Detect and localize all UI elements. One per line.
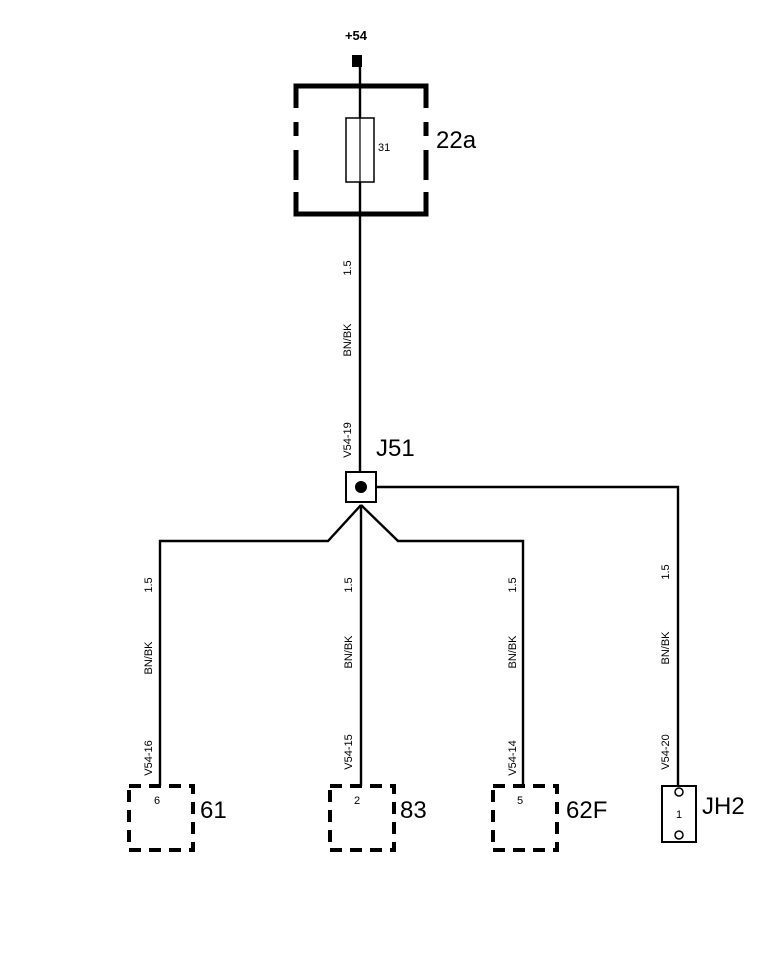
component-83: 83 (400, 797, 427, 824)
branch-62f-color: BN/BK (507, 635, 519, 669)
main-wire-size: 1.5 (342, 260, 354, 275)
connector-61 (127, 784, 195, 852)
connector-62f-pin: 5 (517, 795, 523, 807)
connector-83 (328, 784, 396, 852)
connector-62f (491, 784, 559, 852)
branch-61-pin: V54-16 (143, 740, 155, 775)
connector-83-pin: 2 (354, 795, 360, 807)
connector-jh2-pin: 1 (676, 809, 682, 821)
fuse-number: 31 (378, 142, 390, 154)
connector-61-pin: 6 (154, 795, 160, 807)
fuse-box (293, 83, 429, 217)
branch-62f-size: 1.5 (507, 577, 519, 592)
branch-83-pin: V54-15 (343, 734, 355, 769)
branch-jh2-pin: V54-20 (660, 734, 672, 769)
branch-62f-pin: V54-14 (507, 740, 519, 775)
main-wire-color: BN/BK (342, 323, 354, 357)
branch-wire-61 (158, 504, 362, 786)
branch-wire-jh2 (376, 485, 680, 786)
component-61: 61 (200, 797, 227, 824)
junction-node (355, 481, 367, 493)
component-jh2: JH2 (702, 793, 745, 820)
branch-83-size: 1.5 (343, 577, 355, 592)
branch-61-size: 1.5 (143, 577, 155, 592)
branch-wire-62f (360, 504, 525, 786)
branch-jh2-size: 1.5 (660, 564, 672, 579)
branch-83-color: BN/BK (343, 635, 355, 669)
branch-61-color: BN/BK (143, 641, 155, 675)
junction-ref: J51 (376, 435, 415, 462)
junction-pin: V54-19 (342, 422, 354, 457)
supply-terminal (352, 55, 362, 67)
supply-label: +54 (345, 28, 368, 43)
fuse-box-ref: 22a (436, 127, 477, 154)
branch-jh2-color: BN/BK (660, 631, 672, 665)
component-62f: 62F (566, 797, 607, 824)
